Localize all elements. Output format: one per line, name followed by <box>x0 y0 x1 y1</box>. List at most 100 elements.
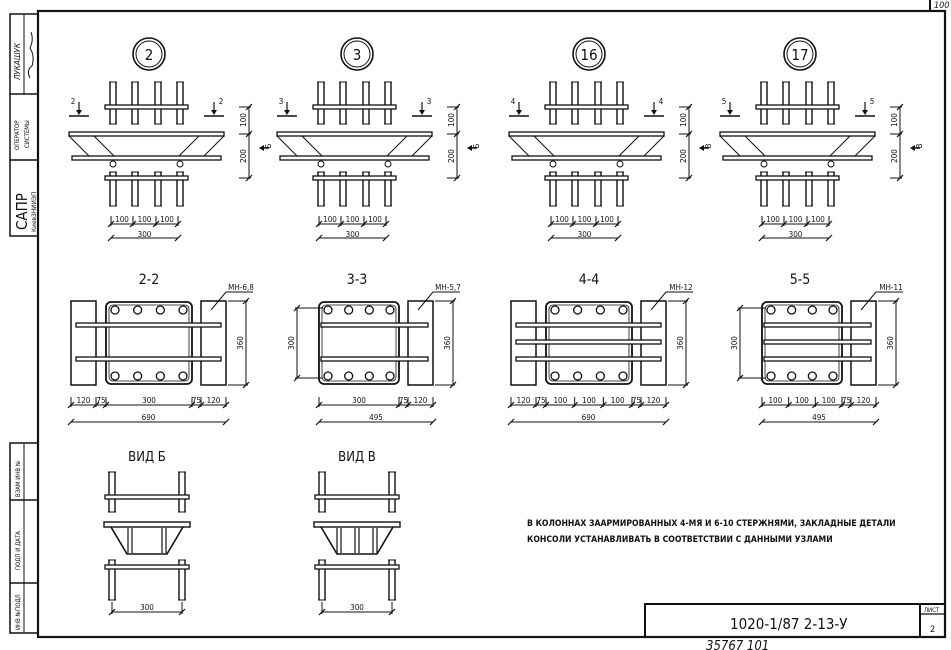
dim-label: 75 <box>536 396 545 405</box>
bracket-web <box>508 135 530 157</box>
rebar-section <box>573 371 583 381</box>
leader-line <box>650 291 667 311</box>
dim-label: 360 <box>443 336 452 350</box>
column-outline <box>105 301 193 385</box>
bracket-plate <box>313 521 401 528</box>
rebar <box>805 81 813 125</box>
dim-label: 300 <box>730 336 739 350</box>
dim-label: 300 <box>138 230 152 239</box>
dim-tick <box>780 220 788 228</box>
dim-tick <box>197 401 205 409</box>
view-arrowhead <box>467 145 472 151</box>
dim-tick <box>872 418 880 426</box>
dim-label: 75 <box>192 396 201 405</box>
rebar <box>176 81 184 125</box>
rebar-section <box>766 371 776 381</box>
dim-tick <box>872 401 880 409</box>
dim-tick <box>315 401 323 409</box>
dim-tick <box>896 130 904 138</box>
dim-tick <box>453 103 461 111</box>
rebar-section <box>807 305 817 315</box>
rebar-section <box>766 305 776 315</box>
part-label: МН-11 <box>879 283 902 292</box>
rebar-section <box>178 371 188 381</box>
section-arrowhead <box>862 110 868 115</box>
dim-label: 100 <box>600 215 614 224</box>
bracket-bottom-plate <box>722 155 873 161</box>
section-mark-label: 5 <box>870 97 875 106</box>
dim-tick <box>108 608 116 616</box>
bracket-top-plate <box>719 131 876 137</box>
rebar-section <box>344 371 354 381</box>
dim-tick <box>532 401 540 409</box>
rebar-section <box>385 305 395 315</box>
bracket-top-plate <box>508 131 665 137</box>
rebar-section <box>133 305 143 315</box>
rebar <box>782 81 790 125</box>
signature <box>27 31 34 79</box>
dim-tick <box>174 220 182 228</box>
node-number: 3 <box>353 46 362 64</box>
rebar-section <box>828 371 838 381</box>
bracket-web <box>68 135 90 157</box>
dim-tick <box>453 130 461 138</box>
bracket-web <box>386 135 408 157</box>
dim-tick <box>758 220 766 228</box>
dim-label: 300 <box>142 396 156 405</box>
dim-label: 120 <box>207 396 221 405</box>
dim-label: 100 <box>555 215 569 224</box>
stamp-operator: ОПЕРАТОР <box>14 120 21 150</box>
dim-label: 300 <box>578 230 592 239</box>
bracket-web <box>93 135 115 157</box>
dim-label: 120 <box>414 396 428 405</box>
stirrup <box>544 175 629 181</box>
rebar <box>318 471 326 513</box>
dim-tick <box>507 401 515 409</box>
dim-tick <box>102 401 110 409</box>
rebar <box>594 81 602 125</box>
section-mark-label: 2 <box>71 97 76 106</box>
dim-tick <box>152 220 160 228</box>
part-label: МН-6,8 <box>228 283 254 292</box>
view-arrow-label: Б <box>472 143 481 148</box>
dim-label: 100 <box>679 113 688 127</box>
stirrup <box>312 104 397 110</box>
bracket-web <box>744 135 766 157</box>
rebar-section <box>344 305 354 315</box>
stirrup <box>104 564 190 570</box>
rebar-section <box>787 305 797 315</box>
bracket-web <box>203 135 225 157</box>
bracket-web <box>533 135 555 157</box>
node-circle-outer <box>572 37 606 71</box>
stirrup <box>515 322 662 328</box>
section-arrowhead <box>651 110 657 115</box>
dim-tick <box>178 608 186 616</box>
bracket-bottom-plate <box>511 155 662 161</box>
sheet-number: 2 <box>930 625 935 635</box>
rebar-section <box>595 305 605 315</box>
rebar-section <box>155 371 165 381</box>
dim-tick <box>685 103 693 111</box>
embedded-plate-block <box>200 300 227 386</box>
section-arrowhead <box>211 110 217 115</box>
dim-tick <box>315 234 323 242</box>
section-arrowhead <box>516 110 522 115</box>
dim-label: 100 <box>822 396 836 405</box>
part-label: МН-12 <box>669 283 692 292</box>
dim-tick <box>825 220 833 228</box>
view-arrow-label: В <box>704 143 713 148</box>
rebar <box>760 81 768 125</box>
dim-label: 360 <box>236 336 245 350</box>
embedded-plate-block <box>70 300 97 386</box>
dim-tick <box>803 220 811 228</box>
dim-label: 360 <box>676 336 685 350</box>
rebar <box>362 81 370 125</box>
dim-tick <box>382 234 390 242</box>
stirrup <box>763 356 872 362</box>
stamp-inv-podl: ИНВ №ПОДЛ <box>15 594 22 630</box>
dim-tick <box>404 401 412 409</box>
